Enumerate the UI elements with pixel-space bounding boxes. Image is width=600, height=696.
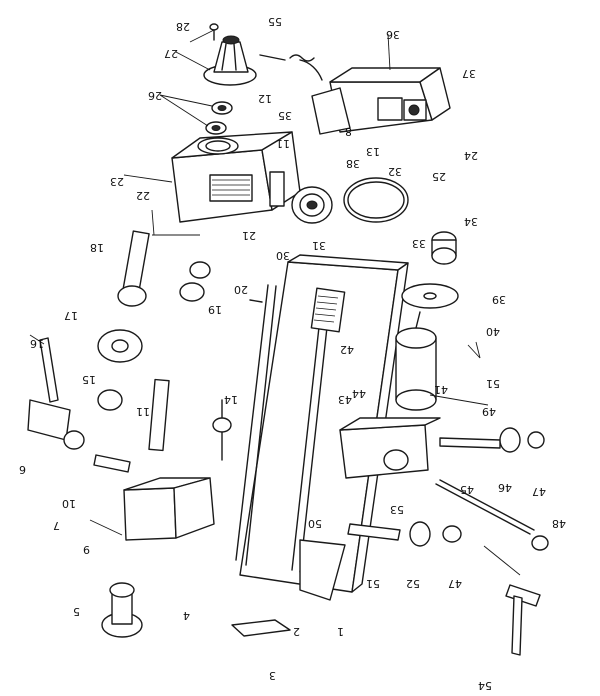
pulley bbox=[291, 186, 333, 224]
motor-plate bbox=[401, 283, 459, 309]
label-23: 23 bbox=[110, 175, 124, 188]
label-6: 6 bbox=[19, 463, 26, 476]
label-22: 22 bbox=[136, 189, 150, 202]
label-32: 32 bbox=[388, 165, 402, 178]
label-14: 14 bbox=[224, 393, 238, 406]
spacer-rings bbox=[205, 101, 233, 135]
label-11: 11 bbox=[136, 405, 150, 418]
headstock-housing bbox=[171, 131, 301, 223]
label-36: 36 bbox=[386, 28, 400, 41]
tailstock-handwheel bbox=[101, 582, 143, 638]
label-17: 17 bbox=[64, 309, 78, 322]
label-42: 42 bbox=[340, 343, 354, 356]
leadscrew bbox=[435, 479, 549, 656]
label-24: 24 bbox=[464, 149, 478, 162]
label-1: 1 bbox=[337, 625, 344, 638]
label-15: 15 bbox=[82, 373, 96, 386]
label-28: 28 bbox=[176, 20, 190, 33]
label-39: 39 bbox=[492, 293, 506, 306]
label-4: 4 bbox=[183, 609, 190, 622]
motor-pulley bbox=[431, 231, 457, 265]
label-52: 52 bbox=[406, 577, 420, 590]
base-plate bbox=[231, 619, 291, 637]
label-47: 47 bbox=[532, 485, 546, 498]
label-7: 7 bbox=[53, 519, 60, 532]
tool-post-handle bbox=[27, 337, 123, 441]
label-2: 2 bbox=[293, 625, 300, 638]
label-20: 20 bbox=[234, 283, 248, 296]
tailstock bbox=[123, 477, 215, 541]
cross-feed-parts bbox=[347, 427, 545, 547]
label-25: 25 bbox=[432, 170, 446, 183]
label-48: 48 bbox=[552, 517, 566, 530]
gears bbox=[97, 261, 211, 363]
label-41: 41 bbox=[434, 383, 448, 396]
label-50: 50 bbox=[308, 517, 322, 530]
label-26: 26 bbox=[148, 89, 162, 102]
label-54: 54 bbox=[478, 679, 492, 692]
label-40: 40 bbox=[486, 325, 500, 338]
label-9: 9 bbox=[83, 543, 90, 556]
label-53: 53 bbox=[390, 503, 404, 516]
drive-belt bbox=[343, 177, 409, 223]
label-3: 3 bbox=[269, 669, 276, 682]
label-51-top: 51 bbox=[486, 377, 500, 390]
label-33: 33 bbox=[412, 237, 426, 250]
label-55: 55 bbox=[268, 15, 282, 28]
label-34: 34 bbox=[464, 215, 478, 228]
label-43: 43 bbox=[338, 393, 352, 406]
motor bbox=[395, 311, 437, 411]
label-19: 19 bbox=[208, 303, 222, 316]
label-35: 35 bbox=[278, 109, 292, 122]
label-31: 31 bbox=[312, 239, 326, 252]
label-38: 38 bbox=[346, 157, 360, 170]
spindle bbox=[117, 230, 150, 307]
label-49: 49 bbox=[482, 405, 496, 418]
quill bbox=[148, 378, 232, 461]
label-47-bottom: 47 bbox=[448, 577, 462, 590]
part-labels: 28 27 55 36 37 26 12 35 24 8 25 13 11 38… bbox=[19, 15, 566, 692]
label-12: 12 bbox=[258, 92, 272, 105]
carriage bbox=[339, 417, 441, 479]
label-30: 30 bbox=[276, 249, 290, 262]
label-21: 21 bbox=[242, 229, 256, 242]
label-5: 5 bbox=[73, 605, 80, 618]
label-45: 45 bbox=[460, 483, 474, 496]
label-37: 37 bbox=[462, 67, 476, 80]
label-51: 51 bbox=[366, 577, 380, 590]
label-16: 16 bbox=[30, 337, 44, 350]
label-10: 10 bbox=[62, 497, 76, 510]
label-44: 44 bbox=[352, 387, 366, 400]
label-8: 8 bbox=[345, 125, 352, 138]
small-shaft bbox=[63, 430, 131, 473]
lathe-bed bbox=[235, 254, 409, 601]
label-13: 13 bbox=[366, 145, 380, 158]
leader-lines bbox=[29, 29, 521, 576]
label-46: 46 bbox=[498, 481, 512, 494]
label-27: 27 bbox=[164, 47, 178, 60]
label-11-top: 11 bbox=[276, 137, 290, 150]
label-18: 18 bbox=[90, 241, 104, 254]
drill-chuck-top bbox=[203, 23, 257, 86]
control-box bbox=[259, 54, 451, 135]
